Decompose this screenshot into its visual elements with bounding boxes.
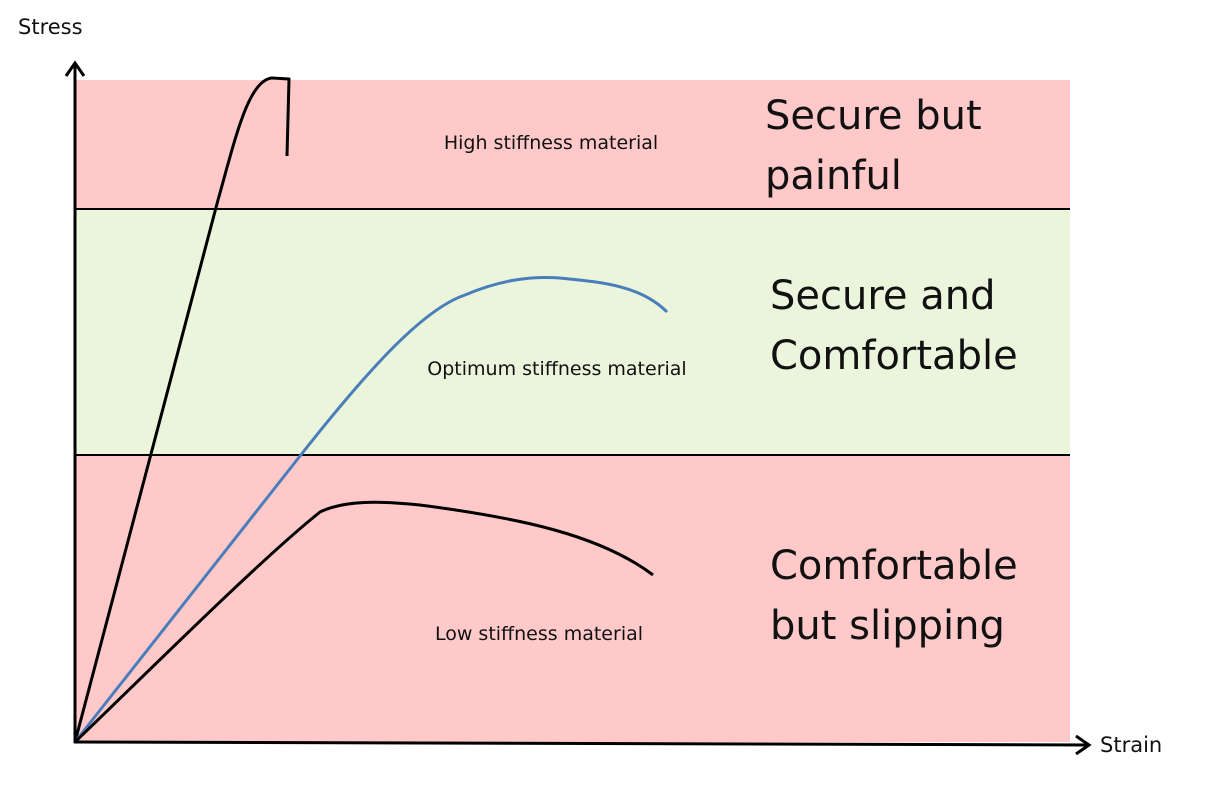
high-stiffness-label: High stiffness material (444, 132, 658, 154)
zone-secure-comfortable (75, 209, 1070, 455)
zone-middle-label-line1: Secure and (770, 273, 996, 319)
y-axis-arrow-icon (64, 60, 86, 77)
zone-bottom-label-line1: Comfortable (770, 543, 1018, 589)
optimum-stiffness-label: Optimum stiffness material (427, 358, 686, 380)
x-axis-arrow-icon (1075, 734, 1092, 756)
y-axis-label: Stress (18, 15, 83, 39)
x-axis-label: Strain (1100, 733, 1162, 757)
zone-secure-painful (75, 80, 1070, 209)
zone-comfortable-slipping (75, 455, 1070, 742)
zone-top-label-line1: Secure but (765, 93, 982, 139)
x-axis (73, 740, 1089, 747)
low-stiffness-label: Low stiffness material (435, 623, 643, 645)
optimum-stiffness-curve (73, 276, 669, 743)
high-stiffness-curve (73, 76, 291, 743)
low-stiffness-curve (73, 500, 654, 744)
zone-top-label-line2: painful (765, 153, 902, 199)
zone-middle-label-line2: Comfortable (770, 333, 1018, 379)
zone-bottom-label-line2: but slipping (770, 603, 1005, 649)
